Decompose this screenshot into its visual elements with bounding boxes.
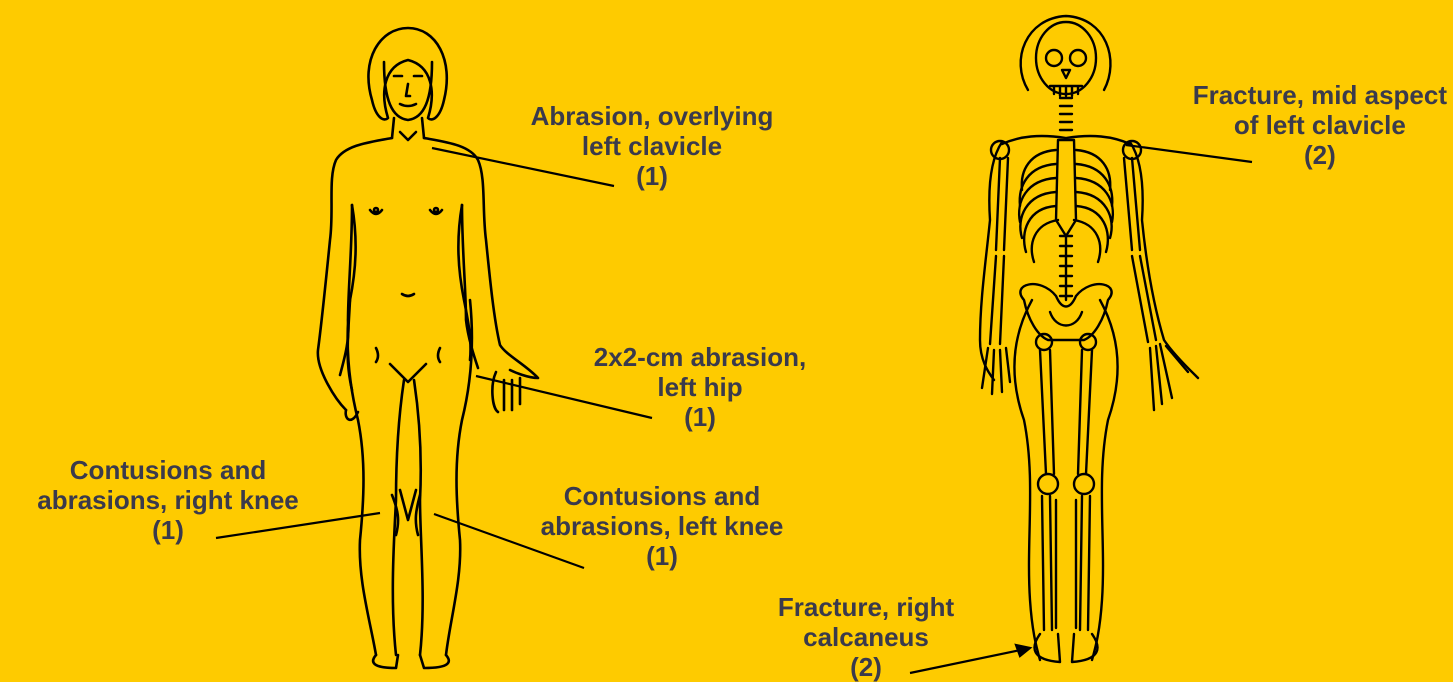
label-count: (2) xyxy=(778,652,954,682)
label-count: (1) xyxy=(37,515,299,545)
label-text: calcaneus xyxy=(778,622,954,652)
label-left-clavicle-abrasion: Abrasion, overlying left clavicle (1) xyxy=(531,101,774,191)
label-text: Fracture, right xyxy=(778,592,954,622)
label-text: Contusions and xyxy=(37,455,299,485)
label-calcaneus-fracture: Fracture, right calcaneus (2) xyxy=(778,592,954,682)
label-text: abrasions, left knee xyxy=(541,511,784,541)
label-text: 2x2-cm abrasion, xyxy=(594,342,806,372)
label-text: of left clavicle xyxy=(1193,110,1447,140)
label-clavicle-fracture: Fracture, mid aspect of left clavicle (2… xyxy=(1193,80,1447,170)
label-count: (1) xyxy=(594,402,806,432)
label-text: abrasions, right knee xyxy=(37,485,299,515)
label-right-knee: Contusions and abrasions, right knee (1) xyxy=(37,455,299,545)
label-count: (1) xyxy=(541,541,784,571)
label-count: (2) xyxy=(1193,140,1447,170)
arrow-head-icon xyxy=(1016,645,1030,656)
label-text: Contusions and xyxy=(541,481,784,511)
skeleton-figure xyxy=(980,16,1198,662)
label-left-knee: Contusions and abrasions, left knee (1) xyxy=(541,481,784,571)
label-count: (1) xyxy=(531,161,774,191)
label-text: left clavicle xyxy=(531,131,774,161)
label-text: Abrasion, overlying xyxy=(531,101,774,131)
label-text: left hip xyxy=(594,372,806,402)
female-body-figure xyxy=(318,28,538,668)
label-left-hip-abrasion: 2x2-cm abrasion, left hip (1) xyxy=(594,342,806,432)
label-text: Fracture, mid aspect xyxy=(1193,80,1447,110)
